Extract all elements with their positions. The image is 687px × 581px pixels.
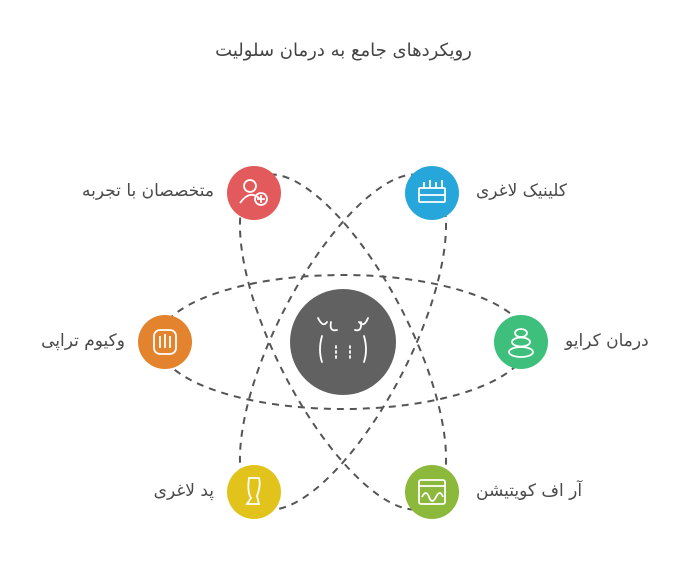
node-experts [227,166,281,220]
label-pad: پد لاغری [153,481,214,501]
center-node [290,289,396,395]
node-rf [405,465,459,519]
node-cryo [494,315,548,369]
body-contour-icon [317,317,369,363]
label-rf: آر اف کویتیشن [476,481,583,501]
stones-icon [508,328,534,358]
label-cryo: درمان کرایو [565,331,649,351]
skin-layers-icon [418,180,446,203]
diagram-title: رویکردهای جامع به درمان سلولیت [215,40,472,61]
label-experts: متخصصان با تجربه [81,181,214,201]
node-vacuum [138,315,192,369]
node-clinic [405,166,459,220]
hand-press-icon [153,329,177,355]
node-pad [227,465,281,519]
doctor-icon [239,179,268,206]
label-clinic: کلینیک لاغری [476,181,568,201]
monitor-wave-icon [418,479,446,505]
label-vacuum: وکیوم تراپی [41,331,125,351]
leg-icon [245,477,261,505]
